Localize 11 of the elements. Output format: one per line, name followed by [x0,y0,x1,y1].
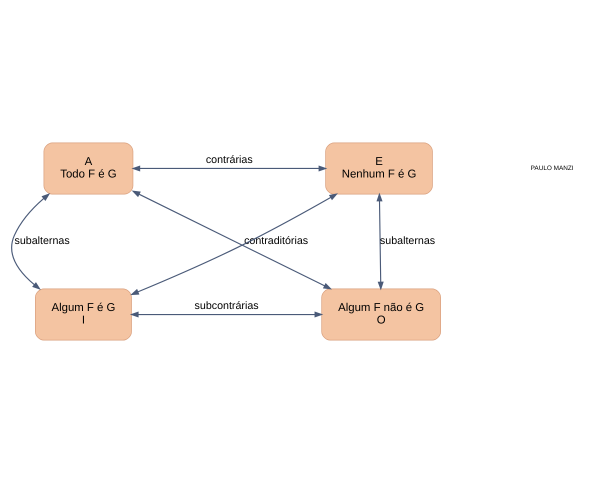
edge-label: subcontrárias [194,299,259,312]
arrow [376,192,384,290]
node-box: E Nenhum F é G [325,142,433,194]
node-box: Algum F é G I [35,288,132,340]
node-box: A Todo F é G [44,142,134,194]
arrow [130,310,324,318]
node-box: Algum F não é G O [321,288,441,340]
edge-label: subalternas [14,234,70,246]
edge-label: contrárias [206,153,253,166]
arrow [11,192,50,290]
arrow [131,164,328,172]
